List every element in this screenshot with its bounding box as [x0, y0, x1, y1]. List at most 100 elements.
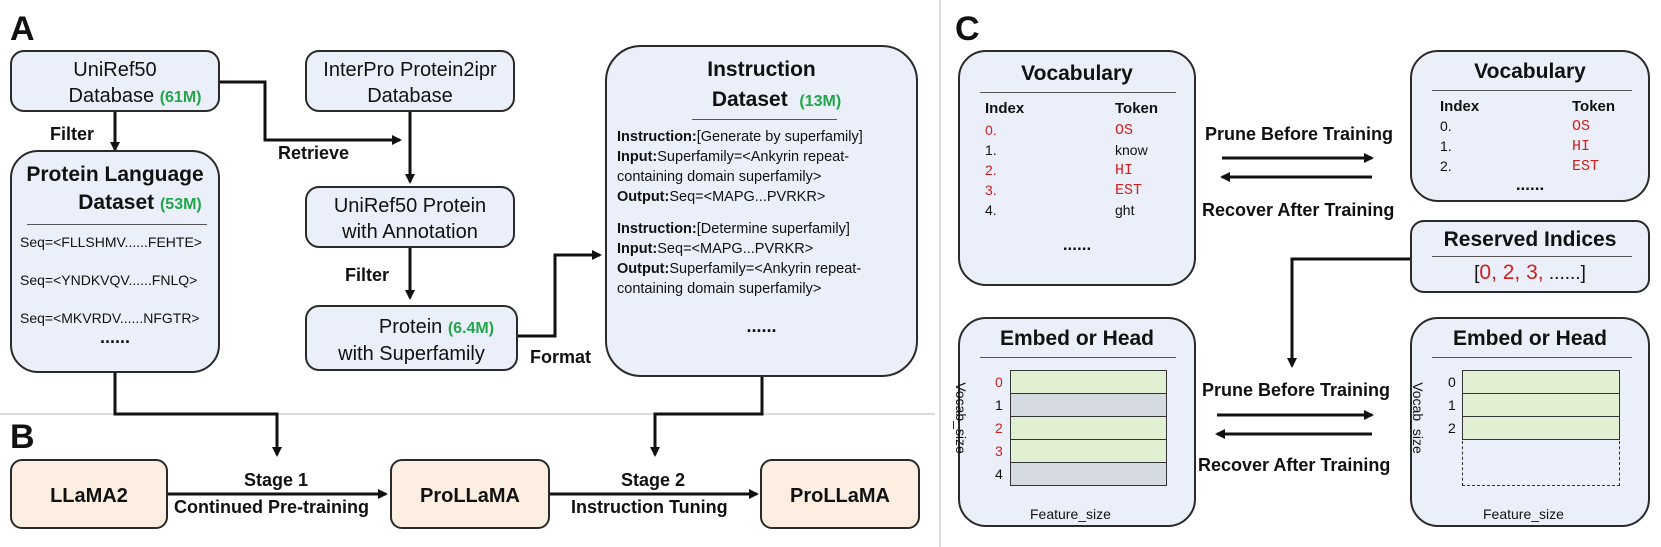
prollama-box-1: ProLLaMA [390, 459, 550, 529]
pld-underline [27, 224, 207, 225]
ex1-instruction: Instruction:[Generate by superfamily] [617, 129, 863, 145]
instr-count: (13M) [799, 93, 842, 110]
stage1-sublabel: Continued Pre-training [174, 497, 369, 517]
pld-count: (53M) [159, 196, 202, 213]
embed-left-row-4 [1010, 462, 1167, 486]
panel-label-a: A [10, 10, 35, 48]
vocab-left-token-2: HI [1115, 162, 1134, 179]
filter-label-1: Filter [50, 124, 95, 144]
annot-line2: with Annotation [342, 221, 478, 243]
pld-title-line1: Protein Language [26, 163, 204, 186]
vocabulary-box-right: Vocabulary Index Token 0. OS 1. HI 2. ES… [1410, 50, 1650, 202]
prune-label-top: Prune Before Training [1205, 124, 1394, 144]
vocab-title-right: Vocabulary [1474, 60, 1586, 83]
embed-title-right: Embed or Head [1452, 327, 1608, 350]
stage1-label: Stage 1 [244, 470, 309, 490]
embed-underline-left [980, 357, 1176, 358]
uniref50-db-line: Database (61M) [68, 85, 202, 107]
embed-right-index-2: 2 [1448, 420, 1456, 436]
protein-superfamily-box: Protein (6.4M) with Superfamily [305, 305, 518, 371]
token-header-right: Token [1572, 98, 1616, 115]
embed-right-row-2 [1462, 416, 1620, 440]
retrieve-label: Retrieve [278, 143, 350, 163]
reserved-values: 0, 2, 3, [1479, 261, 1544, 284]
embed-left-row-0 [1010, 370, 1167, 394]
prollama-box-2: ProLLaMA [760, 459, 920, 529]
arrow-format [518, 250, 602, 338]
instr-title-line2: Dataset (13M) [711, 88, 842, 111]
panel-label-b: B [10, 418, 35, 456]
filter-label-2: Filter [345, 265, 390, 285]
vocab-right-index-1: 1. [1440, 138, 1452, 154]
vocab-left-index-4: 4. [985, 202, 997, 218]
arrow-reserved-down [1287, 257, 1410, 368]
embed-title-left: Embed or Head [999, 327, 1155, 350]
recover-label-top: Recover After Training [1202, 200, 1395, 220]
stage2-sublabel: Instruction Tuning [571, 497, 728, 517]
uniref50-annotation-box: UniRef50 Protein with Annotation [305, 186, 515, 248]
embed-left-index-1: 1 [995, 397, 1003, 413]
ex2-instruction: Instruction:[Determine superfamily] [617, 221, 850, 237]
arrow-pld-to-stage1 [113, 373, 282, 457]
vocab-left-ellipsis: ...... [1062, 235, 1092, 254]
vocab-title-left: Vocabulary [1021, 62, 1133, 85]
ex2-output-cont: containing domain superfamily> [617, 281, 822, 297]
panel-label-c: C [955, 10, 980, 48]
embed-right-index-0: 0 [1448, 374, 1456, 390]
vocab-right-token-2: EST [1572, 158, 1600, 175]
vocab-left-token-1: know [1115, 142, 1148, 158]
uniref50-title: UniRef50 [73, 59, 157, 81]
vocab-left-index-0: 0. [985, 122, 997, 138]
reserved-values-line: [0, 2, 3, ......] [1474, 261, 1586, 284]
pld-title-line2: Dataset (53M) [78, 191, 202, 214]
vocab-right-index-0: 0. [1440, 118, 1452, 134]
arrow-instr-to-stage2 [650, 377, 764, 457]
ex1-input: Input:Superfamily=<Ankyrin repeat- [617, 149, 850, 165]
embed-left-row-2 [1010, 416, 1167, 440]
annot-line1: UniRef50 Protein [333, 195, 487, 217]
reserved-title: Reserved Indices [1443, 228, 1617, 251]
uniref50-database-box: UniRef50 Database (61M) [10, 50, 220, 112]
reserved-indices-box: Reserved Indices [0, 2, 3, ......] [1410, 220, 1650, 293]
vocab-right-token-0: OS [1572, 118, 1591, 135]
instr-title-line1: Instruction [707, 58, 816, 81]
interpro-line2: Database [367, 85, 453, 107]
embed-left-index-2: 2 [995, 420, 1003, 436]
embed-underline-right [1432, 357, 1632, 358]
embed-right-row-1 [1462, 393, 1620, 417]
ex1-input-cont: containing domain superfamily> [617, 169, 822, 185]
seq-line-2: Seq=<YNDKVQV......FNLQ> [20, 272, 198, 288]
reserved-underline [1432, 256, 1632, 257]
vocab-right-token-1: HI [1572, 138, 1591, 155]
vocab-right-ellipsis: ...... [1515, 175, 1545, 194]
embed-right-row-0 [1462, 370, 1620, 394]
vocab-underline-left [980, 92, 1176, 93]
stage2-label: Stage 2 [621, 470, 686, 490]
vocab-left-token-0: OS [1115, 122, 1134, 139]
prune-label-bottom: Prune Before Training [1202, 380, 1391, 400]
embed-left-row-3 [1010, 439, 1167, 463]
vocab-size-label-left: Vocab_size [952, 382, 969, 454]
embed-right-index-1: 1 [1448, 397, 1456, 413]
vocabulary-box-left: Vocabulary Index Token 0. OS 1. know 2. … [958, 50, 1196, 286]
super-line1: Protein (6.4M) [378, 316, 495, 338]
llama2-box: LLaMA2 [10, 459, 168, 529]
vocab-left-index-1: 1. [985, 142, 997, 158]
embed-left-row-1 [1010, 393, 1167, 417]
vocab-left-token-4: ght [1115, 202, 1135, 218]
super-count: (6.4M) [447, 320, 495, 337]
embed-left-index-0: 0 [995, 374, 1003, 390]
ex1-output: Output:Seq=<MAPG...PVRKR> [617, 189, 826, 205]
feature-size-label-right: Feature_size [1483, 506, 1564, 522]
format-label: Format [530, 347, 592, 367]
vocab-left-index-2: 2. [985, 162, 997, 178]
index-header-right: Index [1440, 98, 1480, 115]
interpro-line1: InterPro Protein2ipr [323, 59, 497, 81]
seq-line-1: Seq=<FLLSHMV......FEHTE> [20, 234, 202, 250]
seq-line-3: Seq=<MKVRDV......NFGTR> [20, 310, 200, 326]
uniref50-count: (61M) [159, 89, 202, 106]
index-header-left: Index [985, 100, 1025, 117]
prollama-label-2: ProLLaMA [790, 485, 890, 507]
instr-underline [692, 119, 837, 120]
